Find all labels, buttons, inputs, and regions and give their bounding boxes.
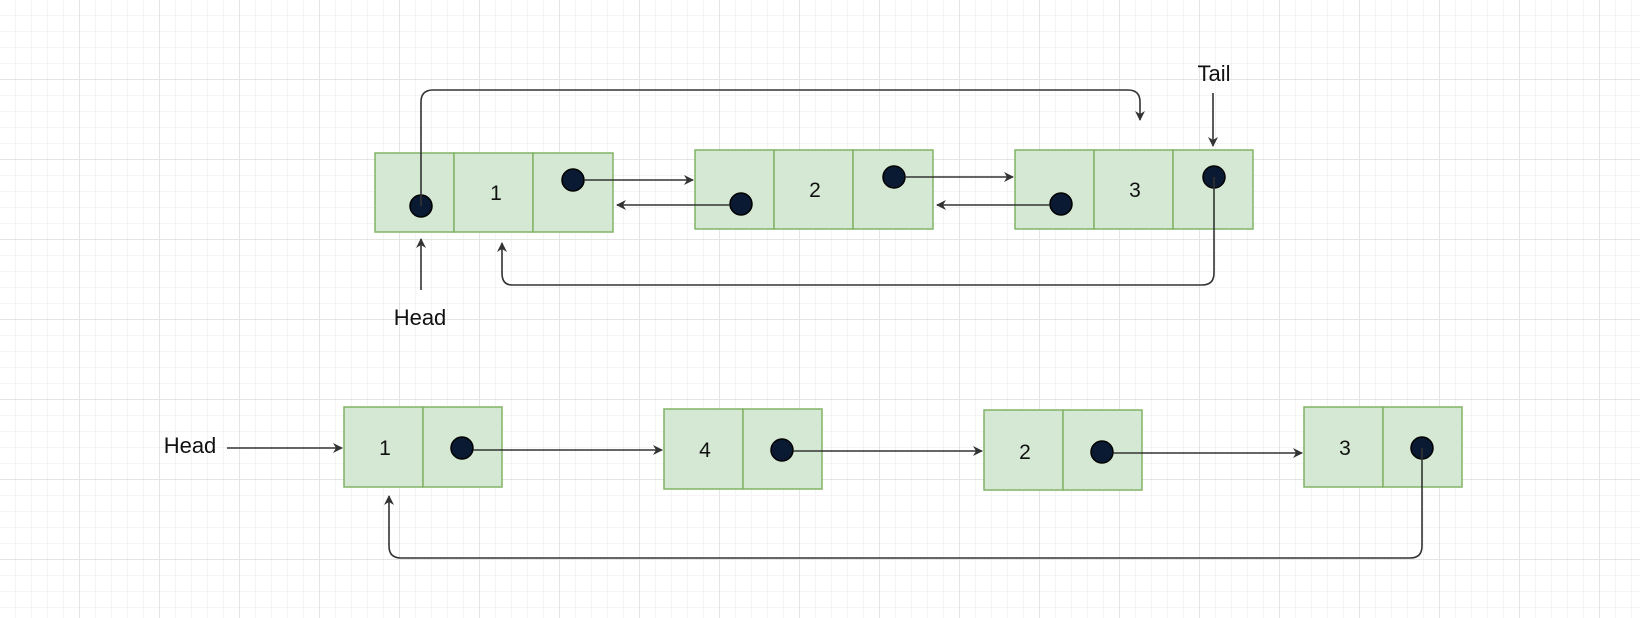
node-value: 1	[490, 182, 502, 205]
next-arrow-3-to-1-loop	[497, 177, 1215, 286]
next-pointer-cell	[852, 149, 934, 230]
node-value: 3	[1129, 179, 1141, 202]
next-arrow-3-to-1-loop	[384, 448, 1423, 559]
next-pointer-cell	[1172, 149, 1254, 230]
value-cell	[663, 408, 744, 490]
prev-arrow-1-to-3-loop	[420, 89, 1145, 206]
prev-pointer-cell	[1014, 149, 1095, 230]
node-value: 4	[699, 439, 711, 462]
sll-node-3[interactable]: 2	[983, 409, 1143, 491]
sll-node-4[interactable]: 3	[1303, 406, 1463, 488]
doubly-circular-list: 1 2 3 Head Tai	[374, 61, 1254, 330]
tail-label: Tail	[1197, 61, 1230, 86]
head-label-a: Head	[394, 305, 447, 330]
next-pointer-dot	[882, 165, 906, 189]
value-cell	[1303, 406, 1384, 488]
dll-node-3[interactable]: 3	[1014, 149, 1254, 230]
head-label-b: Head	[164, 433, 217, 458]
singly-circular-list: 1 4 2 3 Head	[164, 406, 1463, 559]
node-value: 3	[1339, 437, 1351, 460]
sll-node-2[interactable]: 4	[663, 408, 823, 490]
prev-pointer-cell	[374, 152, 455, 233]
next-pointer-dot	[770, 438, 794, 462]
prev-pointer-dot	[1049, 192, 1073, 216]
node-value: 2	[809, 179, 821, 202]
value-cell	[983, 409, 1064, 491]
next-pointer-cell	[532, 152, 614, 233]
node-value: 2	[1019, 441, 1031, 464]
prev-pointer-cell	[694, 149, 775, 230]
value-cell	[773, 149, 854, 230]
sll-node-1[interactable]: 1	[343, 406, 503, 488]
value-cell	[453, 152, 534, 233]
next-pointer-dot	[1090, 440, 1114, 464]
value-cell	[1093, 149, 1174, 230]
prev-pointer-dot	[729, 192, 753, 216]
dll-node-2[interactable]: 2	[694, 149, 934, 230]
next-pointer-dot	[561, 168, 585, 192]
dll-node-1[interactable]: 1	[374, 152, 614, 233]
next-pointer-dot	[450, 436, 474, 460]
node-value: 1	[379, 437, 391, 460]
